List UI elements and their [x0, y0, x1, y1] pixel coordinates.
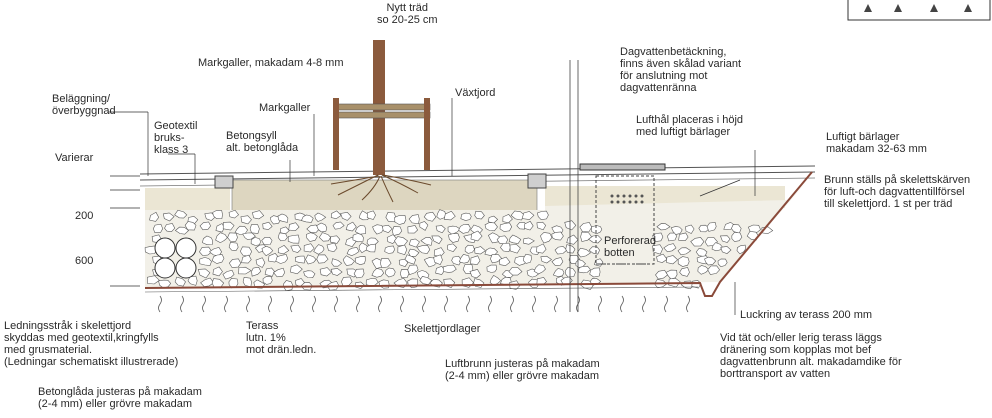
- label-dim-600: 600: [75, 255, 94, 267]
- label-vaxtjord: Växtjord: [455, 87, 496, 99]
- label-luftigt-barlager: Luftigt bärlager makadam 32-63 mm: [826, 131, 927, 155]
- leader-lines: [108, 98, 756, 315]
- label-varierar: Varierar: [55, 152, 94, 164]
- label-vid-tat: Vid tät och/eller lerig terass läggs drä…: [720, 332, 902, 380]
- label-geotextil: Geotextil bruks- klass 3: [154, 120, 198, 156]
- label-markgaller: Markgaller: [259, 102, 311, 114]
- label-ledningsstrak: Ledningsstråk i skelettjord skyddas med …: [4, 320, 179, 368]
- planting-soil: [231, 179, 538, 213]
- label-skelettjordlager: Skelettjordlager: [404, 323, 481, 335]
- label-new-tree: Nytt träd so 20-25 cm: [377, 2, 438, 26]
- label-dagvatten-cover: Dagvattenbetäckning, finns även skålad v…: [620, 46, 742, 94]
- label-dim-200: 200: [75, 210, 94, 222]
- label-betongsyll: Betongsyll alt. betonglåda: [226, 130, 299, 154]
- skeleton-stones: [144, 209, 774, 292]
- label-perforerad: Perforerad botten: [604, 235, 656, 259]
- concrete-curb-right: [527, 173, 547, 189]
- tree: [330, 40, 432, 203]
- concrete-curb-left: [214, 175, 234, 189]
- label-terass-lutn: Terass lutn. 1% mot drän.ledn.: [246, 320, 317, 356]
- label-lufthal: Lufthål placeras i höjd med luftigt bärl…: [636, 114, 744, 138]
- guide-lines: [569, 60, 579, 312]
- label-belaggning: Beläggning/ överbyggnad: [52, 93, 116, 117]
- utility-pipes: [154, 237, 197, 279]
- label-betonglada: Betonglåda justeras på makadam (2-4 mm) …: [38, 386, 202, 410]
- legend-corner-box: [847, 0, 991, 21]
- label-luftbrunn: Luftbrunn justeras på makadam (2-4 mm) e…: [445, 358, 600, 382]
- terrace-loosening-marks: [158, 295, 690, 313]
- label-luckring: Luckring av terass 200 mm: [740, 309, 873, 321]
- label-brunn: Brunn ställs på skelettskärven för luft-…: [824, 174, 971, 210]
- terrace-line: [144, 171, 813, 297]
- air-well: [579, 163, 666, 265]
- label-markgaller-makadam: Markgaller, makadam 4-8 mm: [198, 57, 344, 69]
